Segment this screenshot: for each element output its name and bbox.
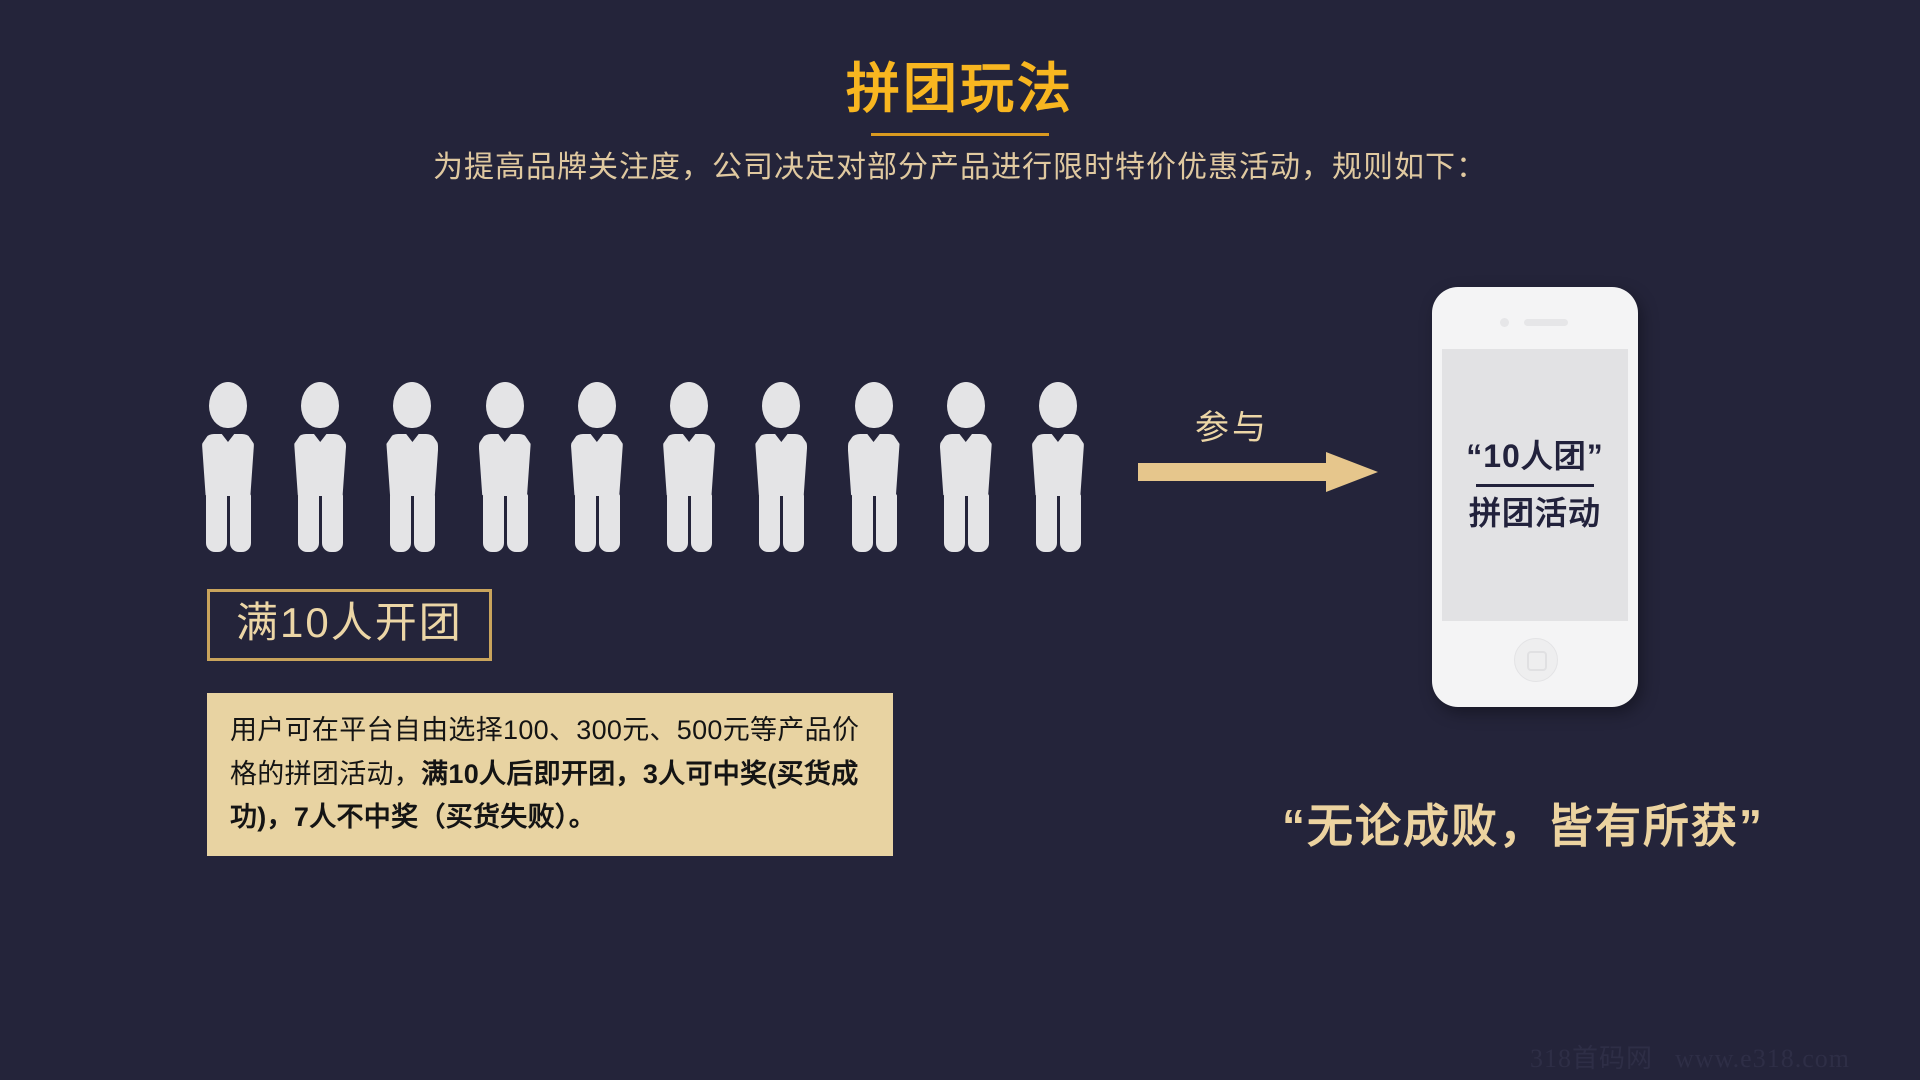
person-torso: [202, 434, 254, 496]
person-torso: [1031, 434, 1084, 496]
person-leg-right: [1059, 494, 1081, 552]
person-torso: [386, 434, 439, 496]
person-icon: [475, 382, 535, 552]
phone-screen-divider: [1476, 483, 1594, 487]
person-torso: [570, 434, 623, 496]
person-torso: [478, 434, 531, 496]
person-torso: [847, 434, 900, 496]
rules-panel-background: [207, 693, 893, 856]
rules-line-2-bold: 满10人后即开团，3: [421, 758, 659, 789]
person-head: [670, 382, 709, 428]
arrow-shaft: [1138, 463, 1330, 481]
person-leg-right: [322, 494, 344, 552]
person-leg-right: [414, 494, 436, 552]
slide-subtitle: 为提高品牌关注度，公司决定对部分产品进行限时特价优惠活动，规则如下：: [433, 151, 1487, 184]
person-head: [301, 382, 340, 428]
person-leg-left: [482, 494, 504, 552]
phone-screen: “10人团” 拼团活动: [1442, 349, 1628, 621]
person-icon: [936, 382, 996, 552]
person-head: [393, 382, 432, 428]
person-leg-left: [574, 494, 596, 552]
person-leg-right: [783, 494, 805, 552]
phone-home-button-icon: [1514, 638, 1558, 682]
person-head: [485, 382, 524, 428]
title-underline-divider: [871, 133, 1049, 136]
open-group-badge: 满10人开团: [207, 589, 492, 662]
person-head: [1038, 382, 1077, 428]
phone-screen-subtitle: 拼团活动: [1468, 494, 1601, 531]
rules-line-4-bold: 败）。: [527, 802, 597, 833]
person-leg-right: [691, 494, 713, 552]
person-icon: [198, 382, 258, 552]
arrow-head: [1326, 452, 1378, 492]
person-icon: [290, 382, 350, 552]
person-head: [762, 382, 801, 428]
watermark: 318首码网 www.e318.com: [1530, 1038, 1850, 1075]
person-leg-left: [390, 494, 412, 552]
person-icon: [659, 382, 719, 552]
phone-mockup: “10人团” 拼团活动: [1432, 287, 1638, 707]
rules-line-1: 用户可在平台自由选择100、300元、500元: [230, 715, 751, 745]
person-icon: [567, 382, 627, 552]
phone-camera-icon: [1500, 318, 1509, 327]
person-head: [854, 382, 893, 428]
rules-line-2-normal: 等产品价格的拼团活动，: [230, 715, 860, 789]
rules-text: 用户可在平台自由选择100、300元、500元等产品价格的拼团活动，满10人后即…: [207, 693, 893, 840]
phone-screen-title: “10人团”: [1466, 438, 1604, 475]
person-icon: [844, 382, 904, 552]
person-leg-right: [967, 494, 989, 552]
person-icon: [751, 382, 811, 552]
person-torso: [939, 434, 992, 496]
person-leg-left: [667, 494, 689, 552]
person-icon: [1028, 382, 1088, 552]
person-torso: [294, 434, 347, 496]
person-leg-left: [206, 494, 227, 552]
bottom-quote: “无论成败，皆有所获”: [1282, 800, 1764, 852]
person-torso: [663, 434, 716, 496]
person-leg-left: [851, 494, 873, 552]
person-head: [946, 382, 985, 428]
watermark-url: www.e318.com: [1675, 1044, 1850, 1073]
person-leg-right: [506, 494, 528, 552]
person-leg-right: [230, 494, 251, 552]
person-leg-right: [875, 494, 897, 552]
person-leg-left: [759, 494, 781, 552]
people-row: [198, 382, 1088, 552]
person-head: [209, 382, 247, 428]
participate-label: 参与: [1195, 409, 1269, 447]
person-icon: [382, 382, 442, 552]
slide-header: 拼团玩法 为提高品牌关注度，公司决定对部分产品进行限时特价优惠活动，规则如下：: [0, 0, 1920, 186]
person-leg-left: [298, 494, 320, 552]
person-leg-left: [943, 494, 965, 552]
person-head: [577, 382, 616, 428]
rules-line-3-bold: 人可中奖(买货成功)，7人不中奖（买货失: [230, 758, 859, 833]
phone-speaker-icon: [1524, 319, 1568, 326]
arrow-right-icon: [1138, 452, 1378, 492]
person-torso: [755, 434, 808, 496]
watermark-site-name: 318首码网: [1530, 1044, 1654, 1073]
person-leg-right: [598, 494, 620, 552]
page-title: 拼团玩法: [846, 59, 1074, 119]
person-leg-left: [1035, 494, 1057, 552]
